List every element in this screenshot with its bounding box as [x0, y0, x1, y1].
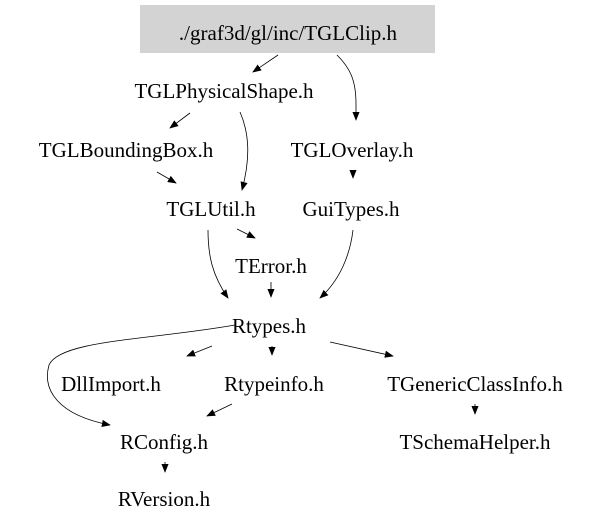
- edge-util-to-rtypes: [207, 229, 229, 299]
- edges: [47, 54, 479, 473]
- edge-physicalshape-to-boundingbox: [169, 112, 191, 129]
- node-rconfig[interactable]: RConfig.h: [120, 430, 209, 454]
- node-rversion[interactable]: RVersion.h: [118, 487, 211, 511]
- node-overlay[interactable]: TGLOverlay.h: [291, 138, 414, 162]
- edge-boundingbox-to-util: [156, 171, 177, 184]
- node-genericclassinfo[interactable]: TGenericClassInfo.h: [387, 372, 563, 396]
- node-boundingbox[interactable]: TGLBoundingBox.h: [39, 138, 214, 162]
- edge-physicalshape-to-util: [239, 111, 249, 191]
- node-physicalshape[interactable]: TGLPhysicalShape.h: [134, 79, 314, 103]
- node-terror[interactable]: TError.h: [235, 254, 307, 278]
- edge-util-to-terror: [236, 228, 256, 239]
- node-schemahelper[interactable]: TSchemaHelper.h: [399, 430, 551, 454]
- node-rtypeinfo[interactable]: Rtypeinfo.h: [224, 372, 324, 396]
- edge-root-to-physicalshape: [252, 54, 279, 73]
- nodes: ./graf3d/gl/inc/TGLClip.h TGLPhysicalSha…: [39, 21, 563, 511]
- edge-guitypes-to-rtypes: [319, 229, 354, 299]
- edge-rtypes-to-dllimport: [186, 345, 213, 357]
- edge-root-to-overlay: [336, 54, 360, 121]
- edge-rtypes-to-genericclassinfo: [329, 341, 394, 358]
- node-rtypes[interactable]: Rtypes.h: [232, 314, 307, 338]
- node-guitypes[interactable]: GuiTypes.h: [302, 197, 400, 221]
- edge-rtypeinfo-to-rconfig: [206, 403, 233, 417]
- node-dllimport[interactable]: DllImport.h: [61, 372, 161, 396]
- node-util[interactable]: TGLUtil.h: [166, 197, 256, 221]
- edge-rtypes-to-rconfig: [47, 324, 236, 428]
- node-root[interactable]: ./graf3d/gl/inc/TGLClip.h: [179, 21, 398, 45]
- root-node-box: [140, 5, 435, 53]
